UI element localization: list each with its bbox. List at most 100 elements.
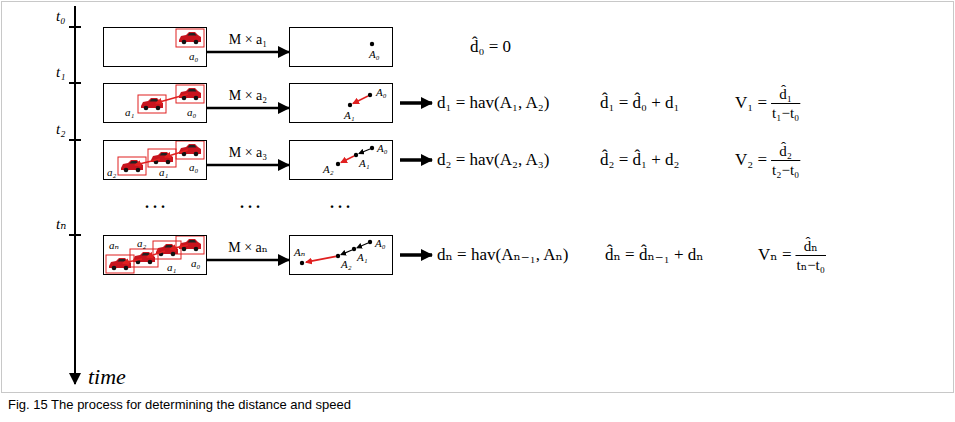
edge-label: M × a₃ — [229, 145, 267, 160]
formula: d₁ = hav(A₁, A₂) — [437, 93, 549, 113]
point-label: a₂ — [137, 238, 146, 249]
axis-tick — [69, 234, 81, 236]
fraction-denominator: t₁−t₀ — [772, 105, 799, 122]
point-label: a₁ — [159, 167, 168, 178]
point-label: A₂ — [323, 164, 334, 175]
edge-label: M × aₙ — [228, 240, 268, 255]
frame-box: a₀ — [103, 27, 207, 67]
point-label: A₀ — [377, 143, 388, 154]
fraction-numerator: d̂₂ — [779, 143, 792, 160]
point-label: A₂ — [341, 259, 352, 270]
axis-tick — [69, 139, 81, 141]
detection-box — [176, 85, 204, 103]
figure-caption: Fig. 15 The process for determining the … — [8, 397, 351, 413]
point-label: A₀ — [375, 238, 386, 249]
track-arrow — [156, 94, 188, 103]
track-arrow — [135, 159, 160, 165]
formula: d₂ = hav(A₂, A₃) — [437, 150, 549, 170]
frame-box: a₀a₁a₂aₙ — [103, 235, 207, 275]
edge-label: M × a₂ — [229, 88, 267, 103]
point-label: aₙ — [109, 240, 119, 251]
fraction-bar — [795, 255, 826, 256]
fraction-denominator: tₙ−t₀ — [796, 257, 825, 274]
frame-box: A₀ — [289, 27, 393, 67]
frame-box: a₀ a₁ a₂ — [103, 140, 207, 180]
ellipsis: . . . — [330, 195, 350, 211]
detection-box — [138, 95, 166, 113]
formula: d̂₀ = 0 — [470, 37, 511, 57]
result-arrow — [400, 158, 432, 162]
ellipsis: . . . — [145, 195, 165, 211]
fraction-numerator: d̂ₙ — [804, 238, 818, 255]
map-point — [336, 162, 340, 166]
axis-tick — [69, 26, 81, 28]
car-image — [151, 152, 173, 164]
car-image — [179, 239, 201, 251]
point-label: a₀ — [189, 162, 198, 173]
result-arrow — [400, 101, 432, 105]
detection-box — [106, 255, 134, 273]
distance-arrow — [357, 243, 368, 248]
mapping-arrow — [207, 107, 289, 110]
detection-box — [176, 141, 204, 159]
detection-box — [176, 29, 204, 47]
detection-box — [153, 241, 181, 259]
detection-box — [148, 149, 176, 167]
car-image — [121, 160, 143, 172]
car-image — [133, 252, 155, 264]
time-tick-label: tₙ — [56, 216, 66, 233]
mapping-arrow — [207, 51, 289, 54]
mapping-arrow — [207, 164, 289, 167]
map-point — [370, 146, 374, 150]
point-label: a₂ — [107, 167, 116, 178]
detection-box — [118, 157, 146, 175]
mapping-arrow — [207, 259, 289, 262]
map-point — [370, 42, 374, 46]
time-axis — [74, 6, 76, 384]
point-label: a₁ — [125, 107, 134, 118]
car-image — [156, 244, 178, 256]
result-arrow — [400, 253, 432, 257]
formula: V₁ = — [735, 93, 767, 113]
point-label: a₀ — [189, 51, 198, 62]
car-image — [179, 88, 201, 100]
ellipsis: . . . — [240, 195, 260, 211]
fraction-bar — [771, 160, 800, 161]
formula: d̂ₙ = d̂ₙ₋₁ + dₙ — [605, 245, 704, 265]
track-arrow — [147, 251, 165, 257]
distance-arrow — [353, 96, 368, 104]
map-point — [368, 93, 372, 97]
time-tick-label: t₂ — [56, 121, 65, 138]
fraction-bar — [771, 103, 800, 104]
point-label: A₀ — [369, 49, 380, 60]
distance-arrow — [306, 256, 336, 262]
track-arrow — [170, 245, 188, 249]
point-label: a₀ — [191, 258, 200, 269]
distance-arrow — [341, 156, 354, 163]
time-tick-label: t₁ — [56, 64, 65, 81]
point-label: a₀ — [187, 107, 196, 118]
fraction-numerator: d̂₁ — [779, 86, 792, 103]
formula: V₂ = — [735, 150, 767, 170]
car-image — [179, 144, 201, 156]
track-arrow — [123, 259, 142, 263]
formula: dₙ = hav(Aₙ₋₁, Aₙ) — [437, 245, 569, 265]
frame-box: A₀A₁A₂Aₙ — [289, 235, 393, 275]
car-image — [109, 258, 131, 270]
car-image — [141, 98, 163, 110]
frame-box: a₀ a₁ — [103, 83, 207, 123]
map-point — [348, 103, 352, 107]
map-point — [368, 240, 372, 244]
formula: d̂₁ = d̂₀ + d₁ — [600, 93, 679, 113]
point-label: A₁ — [344, 110, 355, 121]
point-label: A₀ — [376, 87, 387, 98]
axis-title: time — [88, 365, 126, 389]
edge-label: M × a₁ — [229, 32, 267, 47]
point-label: A₁ — [357, 252, 368, 263]
fraction-denominator: t₂−t₀ — [772, 162, 799, 179]
car-image — [179, 32, 201, 44]
